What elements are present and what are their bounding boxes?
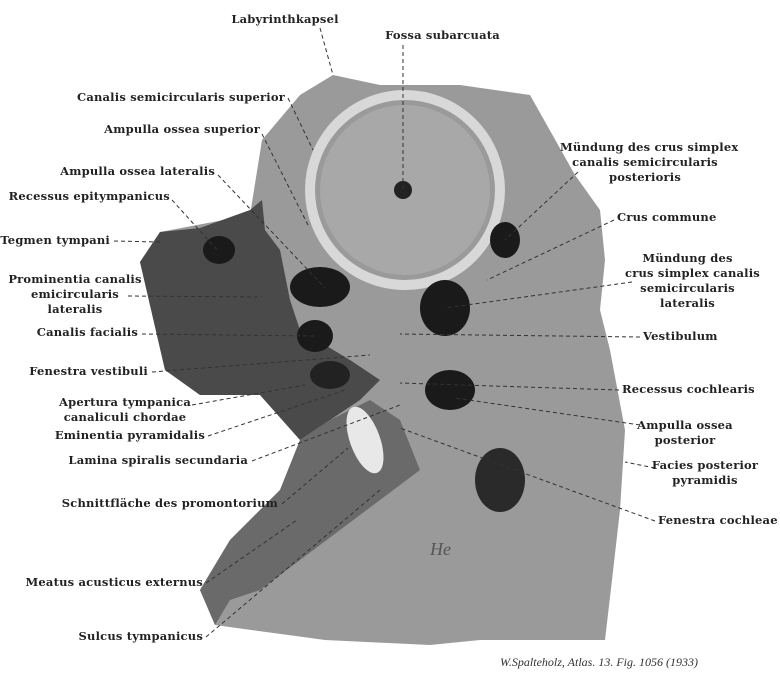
label-line: pyramidis xyxy=(672,473,738,487)
label-schnittflaeche: Schnittfläche des promontorium xyxy=(61,496,278,510)
superior-canal-ring xyxy=(305,90,505,290)
figure-caption: W.Spalteholz, Atlas. 13. Fig. 1056 (1933… xyxy=(500,655,698,669)
label-crus-commune: Crus commune xyxy=(617,210,717,224)
label-line: canalis semicircularis xyxy=(572,155,718,169)
label-fenestra-vestibuli: Fenestra vestibuli xyxy=(29,364,148,378)
label-ampulla-ossea-lateralis: Ampulla ossea lateralis xyxy=(60,164,215,178)
label-line: Apertura tympanica xyxy=(59,395,191,409)
label-lamina-spiralis: Lamina spiralis secundaria xyxy=(68,453,248,467)
label-muendung-posterioris: Mündung des crus simplex canalis semicir… xyxy=(560,140,739,185)
label-facies-posterior-pyramidis: Facies posterior pyramidis xyxy=(650,458,760,488)
label-recessus-cochlearis: Recessus cochlearis xyxy=(622,382,755,396)
artist-signature: He xyxy=(429,539,451,559)
label-fenestra-cochleae: Fenestra cochleae xyxy=(658,513,778,527)
label-sulcus-tympanicus: Sulcus tympanicus xyxy=(78,629,203,643)
label-line: semicircularis xyxy=(640,281,735,295)
label-canalis-semicircularis-superior: Canalis semicircularis superior xyxy=(76,90,285,104)
label-recessus-epitympanicus: Recessus epitympanicus xyxy=(8,189,170,203)
vestibulum-hole xyxy=(420,280,470,336)
label-ampulla-ossea-superior: Ampulla ossea superior xyxy=(104,122,260,136)
leader-lines xyxy=(113,27,656,638)
label-muendung-lateralis: Mündung des crus simplex canalis semicir… xyxy=(625,251,760,311)
label-fossa-subarcuata: Fossa subarcuata xyxy=(385,28,500,42)
label-tegmen-tympani: Tegmen tympani xyxy=(0,233,110,247)
label-eminentia-pyramidalis: Eminentia pyramidalis xyxy=(54,428,205,442)
label-line: Mündung des crus simplex xyxy=(560,140,739,154)
canalis-facialis-hole xyxy=(297,320,333,352)
ampulla-posterior-hole xyxy=(425,370,475,410)
label-line: lateralis xyxy=(47,302,103,316)
label-line: Ampulla ossea xyxy=(637,418,733,432)
label-meatus-acusticus-externus: Meatus acusticus externus xyxy=(25,575,203,589)
label-labyrinthkapsel: Labyrinthkapsel xyxy=(231,12,339,26)
label-line: posterior xyxy=(654,433,716,447)
label-line: emicircularis xyxy=(31,287,119,301)
label-apertura: Apertura tympanica canaliculi chordae xyxy=(55,395,195,425)
label-line: posterioris xyxy=(608,170,681,184)
label-line: canaliculi chordae xyxy=(63,410,187,424)
label-line: crus simplex canalis xyxy=(625,266,760,280)
ampulla-superior-hole xyxy=(290,267,350,307)
label-ampulla-ossea-posterior: Ampulla ossea posterior xyxy=(635,418,735,448)
recessus-epitympanicus-hole xyxy=(203,236,235,264)
label-line: lateralis xyxy=(660,296,715,310)
fenestra-cochleae-hole xyxy=(475,448,525,512)
label-prominentia: Prominentia canalis emicircularis latera… xyxy=(5,272,145,317)
label-line: Prominentia canalis xyxy=(8,272,142,286)
label-canalis-facialis: Canalis facialis xyxy=(36,325,138,339)
label-line: Mündung des xyxy=(642,251,733,265)
label-line: Facies posterior xyxy=(651,458,759,472)
label-vestibulum: Vestibulum xyxy=(643,329,718,343)
